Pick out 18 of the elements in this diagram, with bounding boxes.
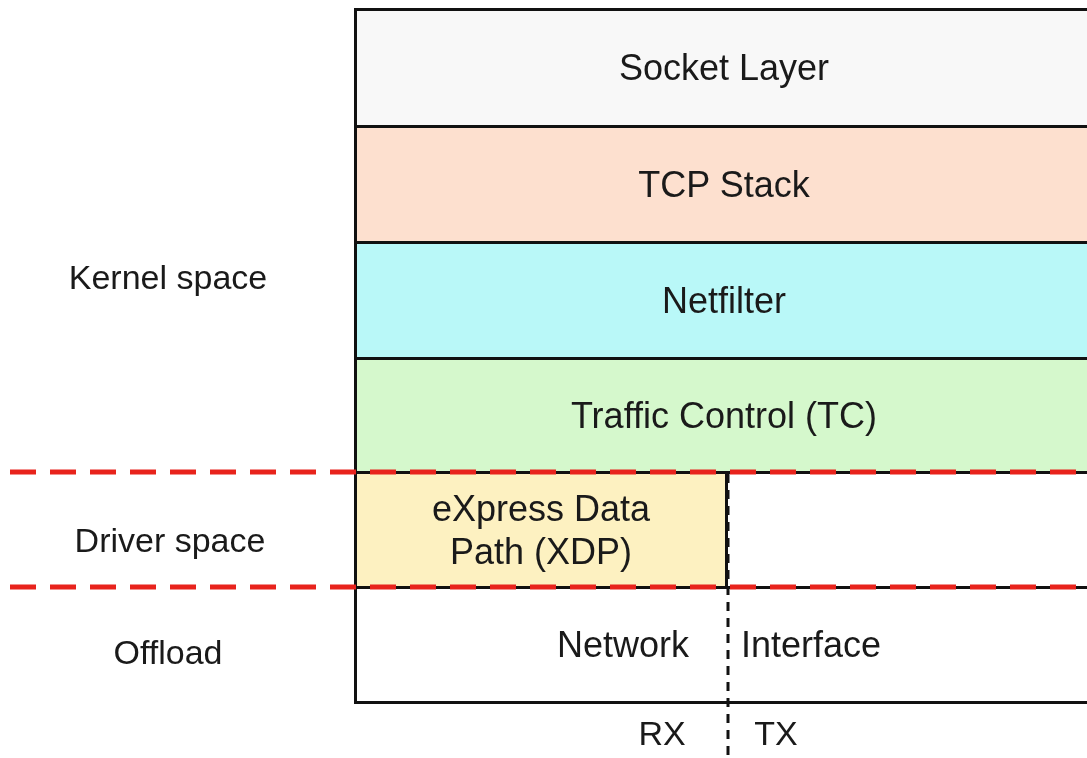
layer-box [354, 471, 728, 589]
region-label: Offload [113, 632, 223, 672]
region-label: Driver space [74, 520, 266, 560]
region-label: Kernel space [68, 257, 268, 297]
layer-box [354, 8, 1087, 128]
direction-label: RX [638, 713, 686, 753]
direction-label: TX [754, 713, 798, 753]
layer-label: Interface [741, 623, 882, 667]
layer-label: Traffic Control (TC) [570, 393, 877, 438]
layer-box [354, 586, 1087, 704]
layer-label: Network [557, 623, 690, 667]
layer-box [354, 125, 1087, 244]
layer-label: Netfilter [662, 278, 786, 323]
layer-label: TCP Stack [638, 162, 810, 207]
layer-box [354, 357, 1087, 474]
layer-label: eXpress Data Path (XDP) [430, 486, 652, 574]
layer-label: Socket Layer [618, 46, 830, 90]
layer-box [354, 241, 1087, 360]
